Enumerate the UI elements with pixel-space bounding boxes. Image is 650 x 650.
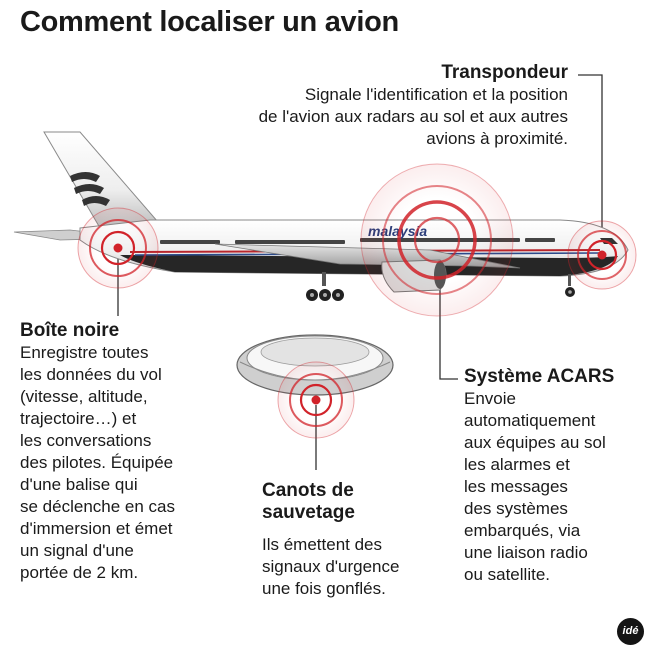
callout-heading: Boîte noire	[20, 320, 120, 341]
callout-heading: sauvetage	[262, 502, 355, 523]
callout-line: Envoie	[464, 389, 516, 408]
callout-line: les données du vol	[20, 365, 162, 384]
callout-line: aux équipes au sol	[464, 433, 606, 452]
callout-line: des systèmes	[464, 499, 568, 518]
callout-heading: Système ACARS	[464, 366, 615, 387]
publisher-logo: idé	[617, 618, 644, 645]
callout-line: Ils émettent des	[262, 535, 383, 554]
callout-line: d'une balise qui	[20, 475, 138, 494]
signal-canots-icon	[277, 361, 355, 439]
callout-line: embarqués, via	[464, 521, 581, 540]
callout-line: se déclenche en cas	[20, 497, 175, 516]
callout-line: signaux d'urgence	[262, 557, 400, 576]
callout-line: des pilotes. Équipée	[20, 453, 174, 472]
callout-line: automatiquement	[464, 411, 596, 430]
callout-line: les conversations	[20, 431, 152, 450]
callout-canots: Canots de sauvetage Ils émettent des sig…	[262, 480, 432, 600]
signal-acars-icon	[360, 163, 514, 317]
main-landing-gear	[306, 272, 344, 301]
callout-boite-noire: Boîte noire Enregistre toutes les donnée…	[20, 320, 220, 584]
signal-transpondeur-icon	[567, 220, 637, 290]
callout-line: Enregistre toutes	[20, 343, 149, 362]
callout-line: (vitesse, altitude,	[20, 387, 148, 406]
leader-transpondeur	[578, 74, 603, 255]
callout-line: une fois gonflés.	[262, 579, 386, 598]
callout-transpondeur: Transpondeur Signale l'identification et…	[259, 62, 568, 150]
callout-line: ou satellite.	[464, 565, 550, 584]
callout-line: d'immersion et émet	[20, 519, 173, 538]
callout-line: une liaison radio	[464, 543, 588, 562]
callout-line: de l'avion aux radars au sol et aux autr…	[258, 107, 568, 126]
callout-line: les messages	[464, 477, 568, 496]
signal-boite-noire-icon	[77, 207, 159, 289]
page-title: Comment localiser un avion	[20, 6, 399, 38]
callout-line: Signale l'identification et la position	[304, 85, 568, 104]
callout-acars: Système ACARS Envoie automatiquement aux…	[464, 366, 639, 586]
callout-line: avions à proximité.	[426, 129, 568, 148]
callout-heading: Canots de	[262, 480, 354, 501]
callout-line: trajectoire…) et	[20, 409, 137, 428]
callout-line: les alarmes et	[464, 455, 570, 474]
life-raft	[236, 334, 394, 396]
callout-line: portée de 2 km.	[20, 563, 139, 582]
nose-landing-gear	[565, 274, 575, 297]
callout-heading: Transpondeur	[441, 62, 568, 83]
callout-line: un signal d'une	[20, 541, 134, 560]
tail-logo-icon	[70, 172, 110, 206]
